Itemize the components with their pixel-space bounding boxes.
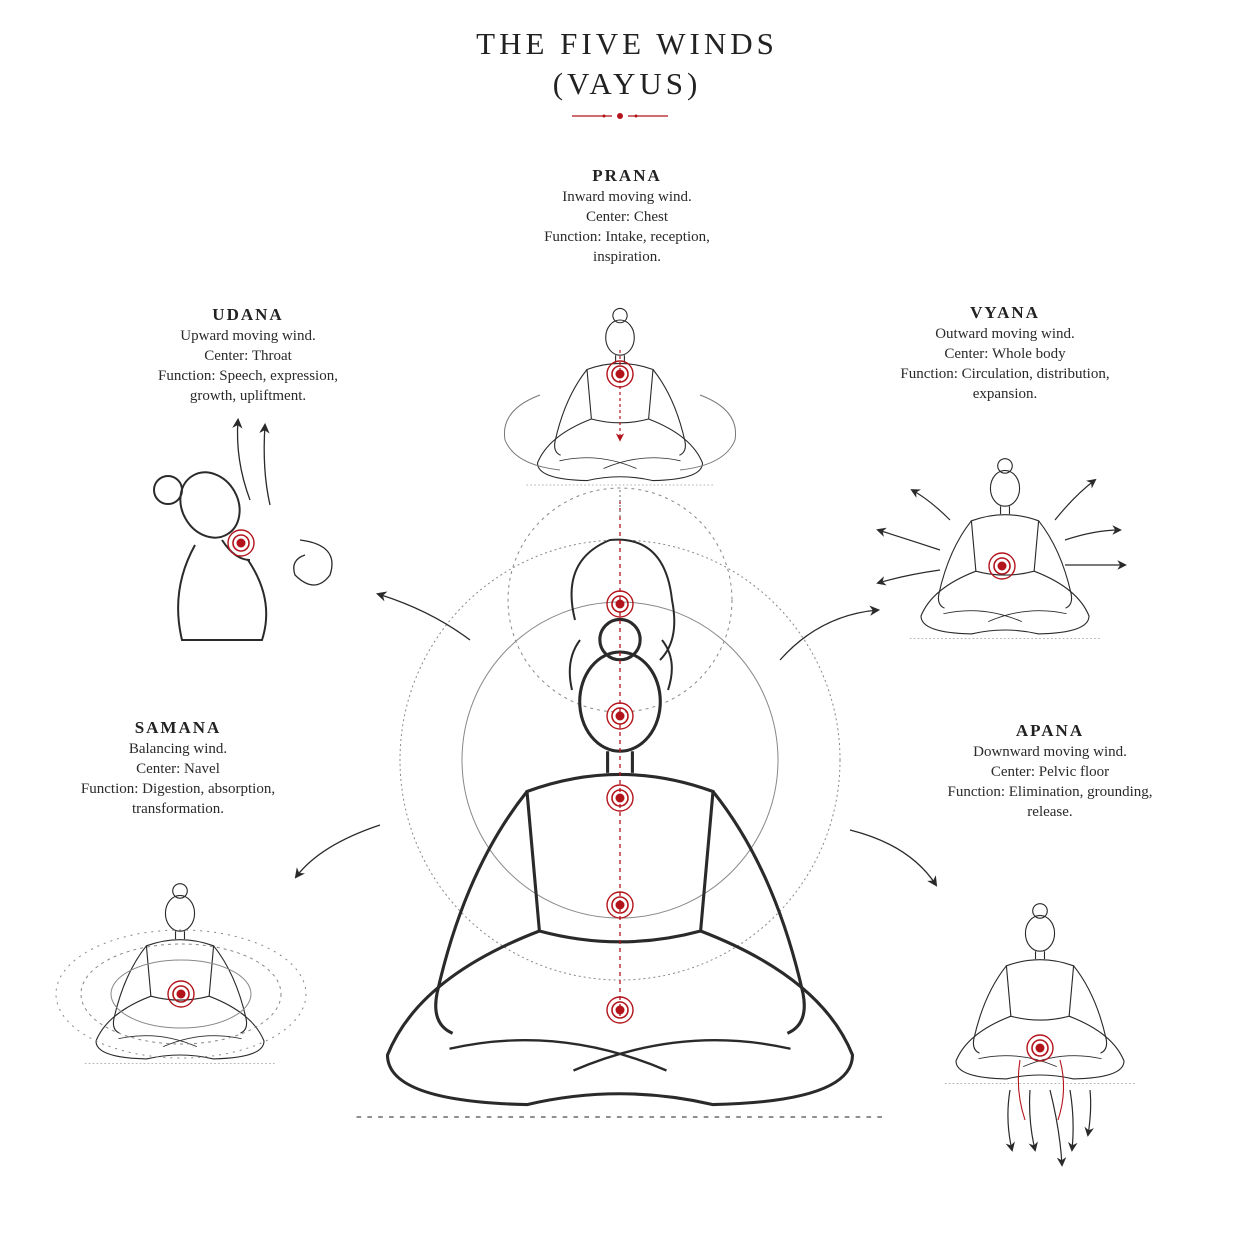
prana-description: Inward moving wind. xyxy=(562,189,692,205)
udana-function-cont: growth, upliftment. xyxy=(189,388,307,404)
prana-label-block: PRANA Inward moving wind. Center: Chest … xyxy=(477,166,777,267)
connector-arrows xyxy=(294,490,938,887)
udana-figure xyxy=(153,471,268,641)
udana-label-block: UDANA Upward moving wind. Center: Throat… xyxy=(108,305,388,406)
apana-description: Downward moving wind. xyxy=(973,744,1127,760)
prana-name: PRANA xyxy=(592,166,662,185)
samana-description: Balancing wind. xyxy=(128,741,228,757)
prana-center: Center: Chest xyxy=(585,209,669,225)
samana-chakra xyxy=(167,980,195,1008)
apana-name: APANA xyxy=(1015,721,1085,740)
vyana-description: Outward moving wind. xyxy=(935,326,1075,342)
vyana-chakra xyxy=(988,552,1016,580)
samana-label-block: SAMANA Balancing wind. Center: Navel Fun… xyxy=(48,718,308,819)
udana-name: UDANA xyxy=(212,305,284,324)
samana-function-cont: transformation. xyxy=(131,801,225,817)
vyana-outward-arrows xyxy=(876,478,1127,586)
prana-function-cont: inspiration. xyxy=(593,249,661,265)
samana-spiral-lines xyxy=(55,929,307,1059)
apana-chakra xyxy=(1026,1034,1054,1062)
vyana-name: VYANA xyxy=(970,303,1040,322)
apana-center: Center: Pelvic floor xyxy=(990,764,1110,780)
page-subtitle: (VAYUS) xyxy=(552,66,702,101)
samana-name: SAMANA xyxy=(134,718,222,737)
udana-center: Center: Throat xyxy=(204,348,292,364)
apana-function: Function: Elimination, grounding, xyxy=(947,784,1153,800)
udana-upward-arrows xyxy=(232,417,333,586)
apana-figure xyxy=(944,903,1136,1084)
udana-function: Function: Speech, expression, xyxy=(158,368,338,384)
central-meditating-figure xyxy=(354,617,886,1119)
apana-red-flow xyxy=(1017,1059,1065,1121)
vyana-center: Center: Whole body xyxy=(944,346,1066,362)
samana-function: Function: Digestion, absorption, xyxy=(80,781,276,797)
apana-function-cont: release. xyxy=(1027,804,1073,820)
central-halo xyxy=(399,487,841,981)
title-ornament xyxy=(572,113,668,119)
vyana-figure xyxy=(909,458,1101,639)
udana-chakra xyxy=(227,529,255,557)
prana-function: Function: Intake, reception, xyxy=(544,229,710,245)
vyana-function-cont: expansion. xyxy=(972,386,1038,402)
apana-downward-arrows xyxy=(1005,1089,1094,1167)
page-title: THE FIVE WINDS xyxy=(476,26,778,61)
prana-figure xyxy=(525,307,715,486)
vyana-function: Function: Circulation, distribution, xyxy=(900,366,1110,382)
samana-center: Center: Navel xyxy=(136,761,220,777)
central-figure-hair xyxy=(568,538,676,691)
prana-wind-lines xyxy=(503,394,737,471)
central-chakra-points xyxy=(606,590,634,1024)
vyana-label-block: VYANA Outward moving wind. Center: Whole… xyxy=(860,303,1150,404)
prana-chakra xyxy=(606,360,634,388)
udana-description: Upward moving wind. xyxy=(180,328,316,344)
apana-label-block: APANA Downward moving wind. Center: Pelv… xyxy=(915,721,1185,822)
samana-figure xyxy=(84,883,276,1064)
